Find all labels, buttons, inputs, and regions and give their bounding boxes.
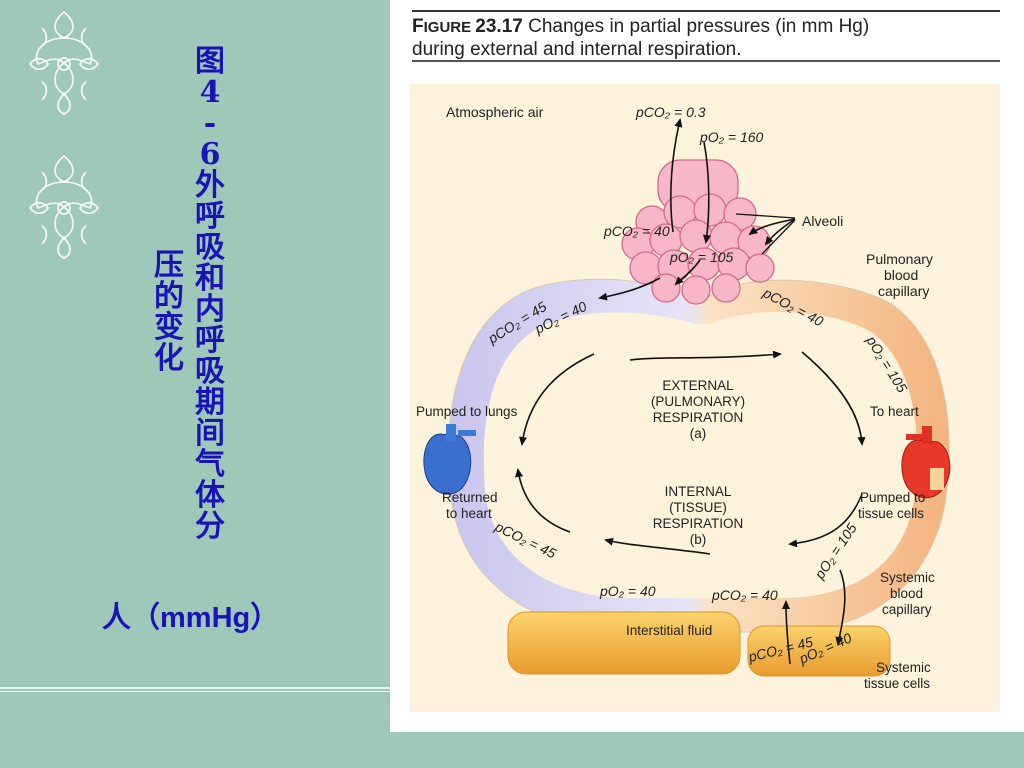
divider-line (0, 691, 390, 692)
slide-title-column-1: 图 4 - 6 外 呼 吸 和 内 呼 吸 期 间 气 体 分 (194, 46, 226, 542)
pumped-to-tissue-label-2: tissue cells (858, 506, 924, 521)
unit-suffix: ） (250, 600, 280, 634)
systemic-tissue-label-2: tissue cells (864, 676, 930, 691)
pulmonary-capillary-label-2: blood (884, 267, 918, 283)
slide-title-column-2: 压 的 变 化 (152, 250, 186, 374)
title-char: 化 (154, 341, 184, 376)
title-char: 图 (195, 44, 225, 79)
internal-label-2: (TISSUE) (669, 500, 727, 515)
title-char: 吸 (195, 230, 225, 265)
external-label-2: (PULMONARY) (651, 394, 745, 409)
title-char: 吸 (195, 354, 225, 389)
alveoli-label: Alveoli (802, 213, 843, 229)
heart-right-icon (901, 426, 951, 499)
pulmonary-capillary-label-3: capillary (878, 283, 929, 299)
bottom-strip (390, 732, 1024, 768)
title-char: 6 (199, 137, 221, 172)
external-label-1: EXTERNAL (662, 378, 734, 393)
left-panel: 图 4 - 6 外 呼 吸 和 内 呼 吸 期 间 气 体 分 压 的 变 化 … (0, 0, 390, 768)
internal-label-4: (b) (690, 532, 707, 547)
title-char: 呼 (195, 199, 225, 234)
figure-caption: FIGURE 23.17 Changes in partial pressure… (412, 16, 869, 61)
ornament-decoration (28, 154, 100, 259)
title-char: 外 (195, 168, 225, 203)
heart-left-icon (423, 424, 476, 495)
capillary-inner (483, 311, 918, 598)
title-char: 呼 (195, 323, 225, 358)
pumped-to-tissue-label-1: Pumped to (860, 490, 925, 505)
title-char: 压 (154, 248, 184, 283)
tissue-cell (747, 625, 891, 677)
lower-left-po2-label: pO₂ = 40 (599, 583, 656, 599)
figure-rule-bottom (412, 60, 1000, 62)
title-char: 4 (199, 75, 221, 110)
title-char: 内 (195, 292, 225, 327)
title-char: 和 (195, 261, 225, 296)
title-char: 气 (195, 447, 225, 482)
systemic-tissue-label-1: Systemic (876, 660, 931, 675)
interstitial-fluid-label: Interstitial fluid (626, 623, 712, 638)
atm-po2-label: pO₂ = 160 (699, 129, 764, 145)
pumped-to-lungs-label: Pumped to lungs (416, 404, 518, 419)
alveoli-pco2-label: pCO₂ = 40 (603, 223, 670, 239)
figure-rule-top (412, 10, 1000, 12)
ornament-decoration (28, 10, 100, 115)
flow-arrows (515, 118, 866, 665)
title-char: - (203, 106, 217, 141)
caption-line-1: Changes in partial pressures (in mm Hg) (528, 16, 870, 37)
title-char: 分 (195, 509, 225, 544)
lower-right-pco2-label: pCO₂ = 40 (711, 587, 778, 603)
internal-label-3: RESPIRATION (653, 516, 744, 531)
alveoli-po2-label: pO₂ = 105 (669, 249, 734, 265)
title-char: 体 (195, 478, 225, 513)
systemic-capillary-label-1: Systemic (880, 570, 935, 585)
to-heart-label: To heart (870, 404, 919, 419)
figure-panel: FIGURE 23.17 Changes in partial pressure… (390, 0, 1024, 732)
alveoli-cluster (621, 159, 775, 305)
systemic-capillary-label-2: blood (890, 586, 923, 601)
external-label-4: (a) (690, 426, 707, 441)
unit-text: mmHg (160, 602, 251, 634)
unit-prefix: 人（ (102, 600, 161, 634)
pulmonary-capillary-label-1: Pulmonary (866, 251, 933, 267)
title-char: 期 (195, 385, 225, 420)
external-label-3: RESPIRATION (653, 410, 744, 425)
title-char: 变 (154, 310, 184, 345)
label-leader-lines (735, 213, 796, 255)
internal-label-1: INTERNAL (665, 484, 732, 499)
atmospheric-air-label: Atmospheric air (446, 104, 544, 120)
respiration-diagram: Atmospheric air pCO₂ = 0.3 pO₂ = 160 Alv… (410, 84, 1000, 712)
returned-to-heart-label-2: to heart (446, 506, 492, 521)
slide-title-unit: 人（mmHg） (102, 594, 279, 636)
divider-line (0, 687, 390, 689)
title-char: 的 (154, 279, 184, 314)
interstitial-cell (507, 611, 741, 675)
systemic-capillary-label-3: capillary (882, 602, 932, 617)
returned-to-heart-label-1: Returned (442, 490, 498, 505)
atm-pco2-label: pCO₂ = 0.3 (635, 104, 706, 120)
caption-line-2: during external and internal respiration… (412, 39, 742, 60)
title-char: 间 (195, 416, 225, 451)
figure-number: FIGURE 23.17 (412, 16, 523, 37)
